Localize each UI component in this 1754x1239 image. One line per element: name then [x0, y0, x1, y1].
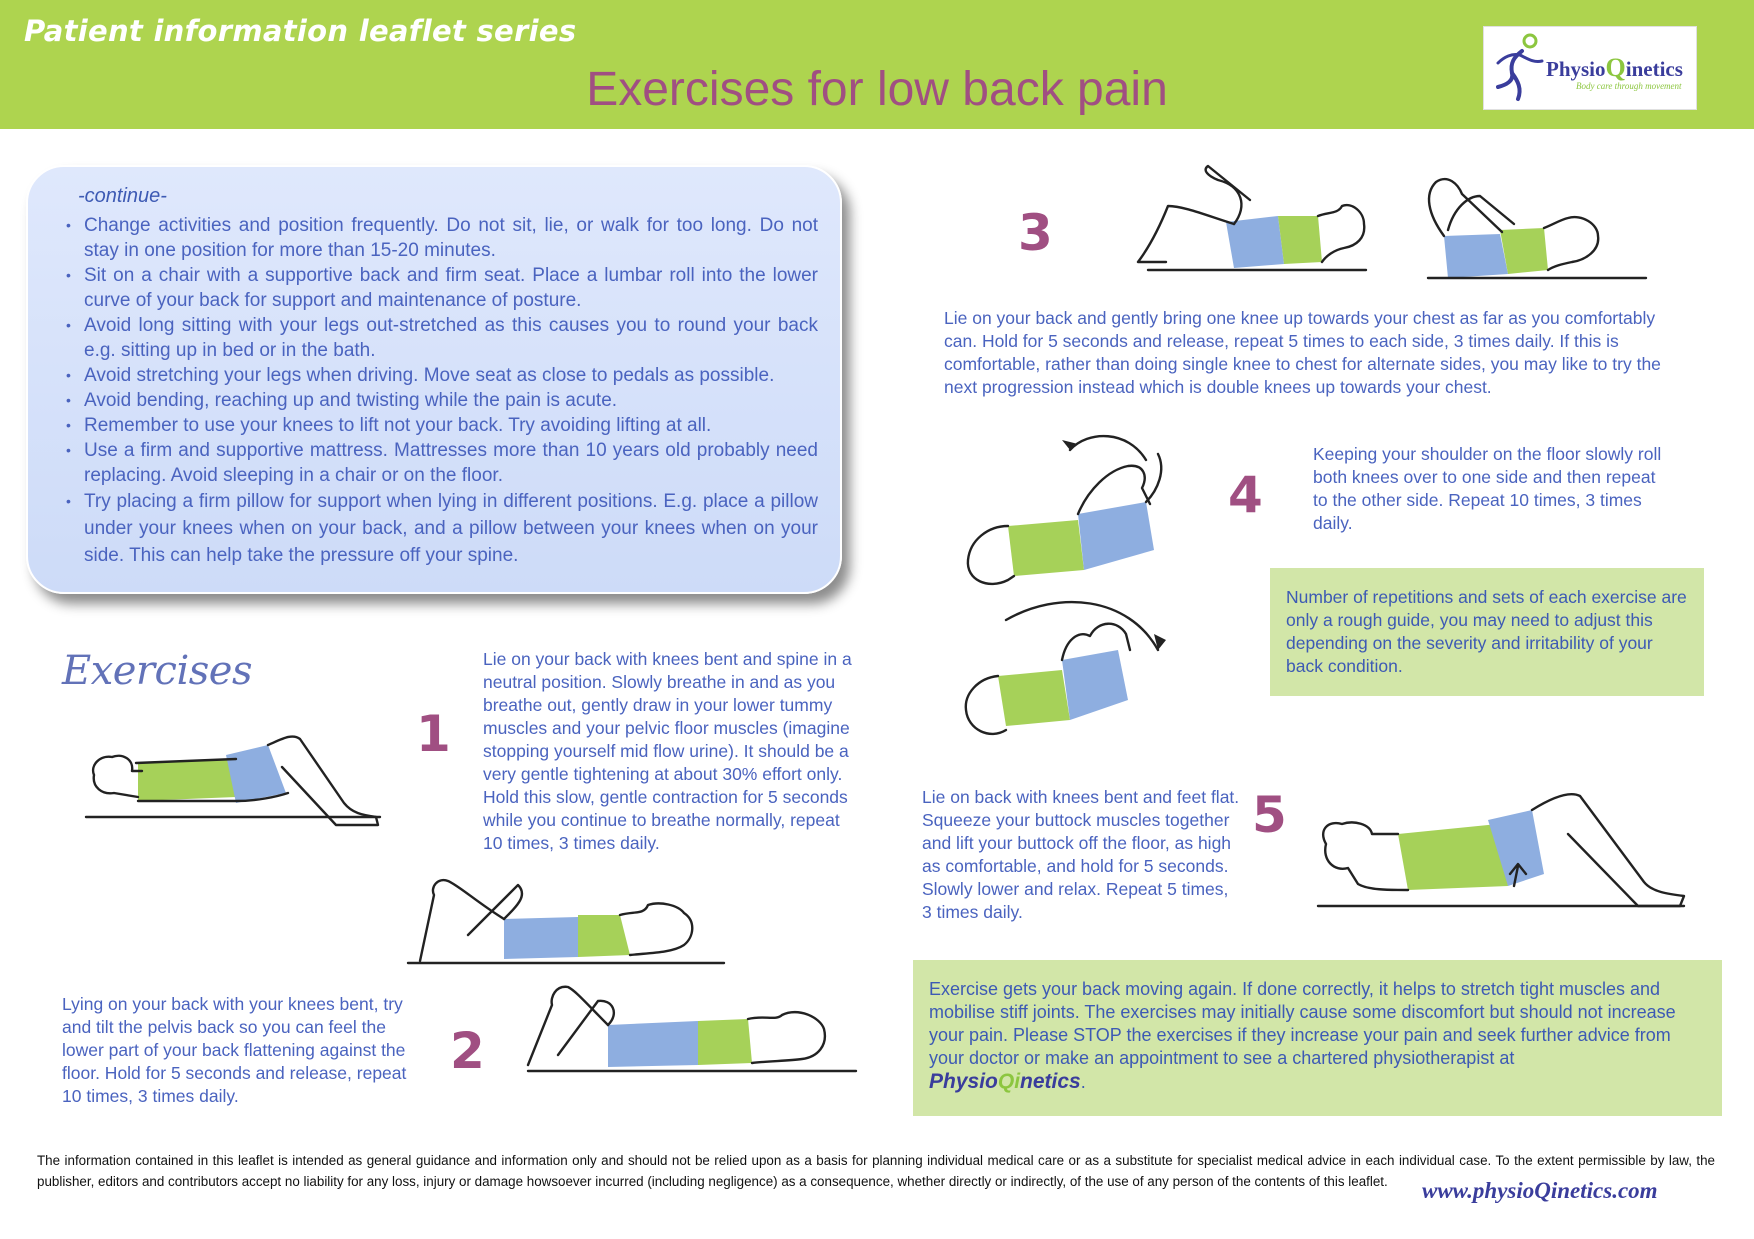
exercise-2-number: 2 — [450, 1022, 485, 1080]
brand-pre: Physio — [929, 1070, 998, 1093]
brand-q: Qi — [997, 1070, 1021, 1093]
logo-wordmark: PhysioQinetics — [1546, 53, 1683, 83]
exercise-1-illustration — [84, 735, 382, 827]
exercise-5-illustration — [1316, 793, 1686, 908]
exercise-2-illustration-a — [406, 878, 726, 965]
exercise-5-number: 5 — [1252, 786, 1287, 844]
final-note-body: Exercise gets your back moving again. If… — [929, 979, 1676, 1068]
final-note-text: Exercise gets your back moving again. If… — [929, 978, 1709, 1094]
advice-item: Avoid long sitting with your legs out-st… — [62, 313, 818, 363]
advice-item: Change activities and position frequentl… — [62, 213, 818, 263]
exercise-2-illustration-b — [526, 985, 858, 1073]
brand-post: netics — [1020, 1070, 1081, 1093]
exercise-1-text: Lie on your back with knees bent and spi… — [483, 649, 852, 853]
logo-text-post: inetics — [1625, 57, 1683, 81]
continue-label: -continue- — [78, 185, 167, 207]
exercise-3-illustration-a — [1136, 164, 1368, 272]
exercise-3-number: 3 — [1018, 204, 1053, 262]
exercise-3-text: Lie on your back and gently bring one kn… — [944, 308, 1661, 397]
disclaimer: The information contained in this leafle… — [37, 1153, 1715, 1189]
running-figure-icon — [1496, 33, 1544, 101]
repetitions-note-text: Number of repetitions and sets of each e… — [1286, 587, 1687, 676]
exercise-4-illustration-a — [966, 434, 1163, 586]
advice-box-final: Exercise gets your back moving again. If… — [913, 960, 1722, 1116]
page-title: Exercises for low back pain — [586, 63, 1168, 116]
advice-item: Avoid bending, reaching up and twisting … — [62, 388, 818, 413]
logo-text-pre: Physio — [1546, 57, 1606, 81]
exercise-4-number: 4 — [1228, 466, 1263, 524]
advice-item: Use a firm and supportive mattress. Matt… — [62, 438, 818, 488]
exercise-4-text: Keeping your shoulder on the floor slowl… — [1313, 444, 1662, 533]
logo-tagline: Body care through movement — [1576, 81, 1682, 91]
logo-text-q: Q — [1605, 53, 1626, 82]
physioqinetics-logo: PhysioQinetics Body care through movemen… — [1483, 26, 1697, 110]
advice-box: -continue- Change activities and positio… — [26, 165, 842, 594]
advice-item: Remember to use your knees to lift not y… — [62, 413, 818, 438]
exercises-heading: Exercises — [62, 648, 252, 694]
advice-item: Sit on a chair with a supportive back an… — [62, 263, 818, 313]
exercise-1-number: 1 — [416, 705, 451, 763]
exercise-4-illustration-b — [964, 600, 1166, 736]
exercise-5-text: Lie on back with knees bent and feet fla… — [922, 787, 1240, 922]
website-link[interactable]: www.physioQinetics.com — [1422, 1178, 1658, 1203]
series-title: Patient information leaflet series — [24, 14, 577, 48]
repetitions-note-box: Number of repetitions and sets of each e… — [1270, 568, 1704, 696]
header-bar — [0, 0, 1754, 129]
advice-list: Change activities and position frequentl… — [62, 213, 818, 569]
advice-item: Try placing a firm pillow for support wh… — [62, 488, 818, 569]
brand-period: . — [1080, 1072, 1086, 1092]
exercise-3-illustration-b — [1426, 177, 1648, 280]
advice-item: Avoid stretching your legs when driving.… — [62, 363, 818, 388]
brand-name: PhysioQinetics — [929, 1070, 1081, 1093]
exercise-2-text: Lying on your back with your knees bent,… — [62, 994, 407, 1106]
